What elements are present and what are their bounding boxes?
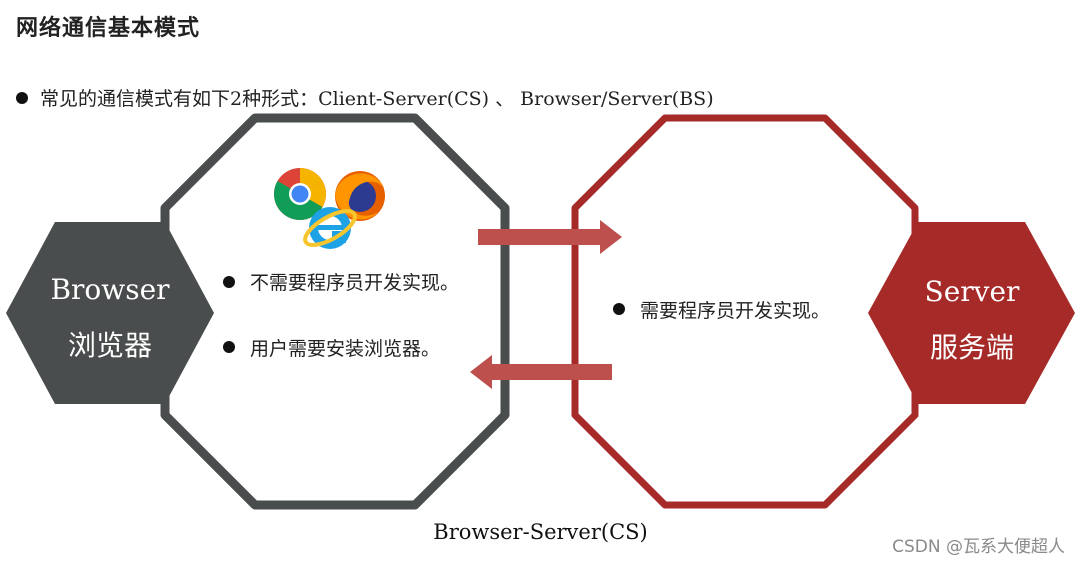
firefox-icon	[335, 171, 385, 221]
browser-bullet-2: 用户需要安装浏览器。	[250, 338, 441, 360]
browser-title: Browser	[50, 273, 170, 306]
browser-bullet-1: 不需要程序员开发实现。	[250, 272, 460, 294]
bullet-dot	[223, 276, 235, 288]
browser-subtitle: 浏览器	[67, 329, 152, 362]
watermark: CSDN @瓦系大便超人	[892, 537, 1065, 557]
intro-text: 常见的通信模式有如下2种形式：Client-Server(CS) 、 Brows…	[40, 88, 714, 110]
chrome-icon	[274, 168, 326, 220]
internet-explorer-icon	[303, 207, 357, 249]
browser-hexagon-outline	[160, 113, 510, 510]
response-arrow	[470, 355, 612, 389]
bullet-dot	[223, 341, 235, 353]
bullet-dot	[16, 91, 28, 104]
bullet-dot	[613, 303, 625, 315]
server-node-hexagon	[868, 222, 1075, 404]
server-subtitle: 服务端	[929, 331, 1014, 364]
server-bullet-1: 需要程序员开发实现。	[640, 300, 831, 322]
server-title: Server	[924, 275, 1020, 308]
browser-node-label: Browser 浏览器	[30, 262, 190, 374]
request-arrow	[478, 220, 622, 254]
server-hexagon-outline	[571, 114, 919, 509]
diagram-caption: Browser-Server(CS)	[433, 520, 648, 544]
page-heading: 网络通信基本模式	[16, 15, 201, 41]
server-node-label: Server 服务端	[892, 264, 1052, 376]
browser-node-hexagon	[6, 222, 214, 404]
intro-line: 常见的通信模式有如下2种形式：Client-Server(CS) 、 Brows…	[16, 84, 714, 111]
